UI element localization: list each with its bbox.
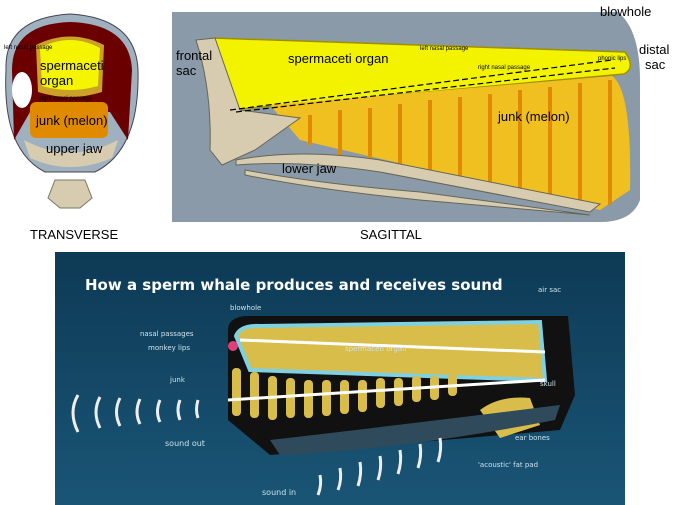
- label-upper-jaw: upper jaw: [46, 141, 103, 156]
- label-skull: skull: [540, 380, 556, 388]
- transverse-title: TRANSVERSE: [30, 227, 118, 242]
- sagittal-section: blowhole frontal sac distal sac spermace…: [172, 4, 669, 242]
- label-left-nasal-passage: left nasal passage: [420, 46, 469, 52]
- label-junk-melon: junk (melon): [35, 113, 108, 128]
- label-sound-out: sound out: [165, 439, 205, 448]
- label-right-nasal-passage: right nasal passage: [40, 96, 93, 102]
- infographic-title: How a sperm whale produces and receives …: [85, 276, 503, 294]
- label-blowhole: blowhole: [600, 4, 651, 19]
- label-air-sac: air sac: [538, 286, 561, 294]
- label-left-nasal-passage: left nasal passage: [4, 45, 53, 51]
- label-lower-jaw: lower jaw: [282, 161, 337, 176]
- label-junk: junk: [169, 376, 186, 384]
- label-frontal-sac: sac: [176, 63, 197, 78]
- label-nasal-passages: nasal passages: [140, 330, 194, 338]
- label-ear-bones: ear bones: [515, 434, 550, 442]
- label-frontal: frontal: [176, 48, 212, 63]
- label-spermaceti-organ: spermaceti organ: [345, 345, 407, 353]
- label-organ: organ: [40, 73, 73, 88]
- label-spermaceti: spermaceti: [40, 58, 104, 73]
- label-distal: distal: [639, 42, 669, 57]
- label-junk-melon: junk (melon): [497, 109, 570, 124]
- label-acoustic-fat-pad: 'acoustic' fat pad: [478, 461, 538, 469]
- label-blowhole: blowhole: [230, 304, 261, 312]
- label-monkey-lips: monkey lips: [148, 344, 190, 352]
- label-sound-in: sound in: [262, 488, 296, 497]
- label-right-nasal-passage: right nasal passage: [478, 65, 531, 71]
- transverse-section: left nasal passage spermaceti organ righ…: [4, 13, 139, 242]
- sagittal-title: SAGITTAL: [360, 227, 422, 242]
- label-phonic-lips: phonic lips: [598, 56, 626, 62]
- label-spermaceti-organ: spermaceti organ: [288, 51, 388, 66]
- sound-infographic: How a sperm whale produces and receives …: [55, 252, 625, 505]
- label-distal-sac: sac: [645, 57, 666, 72]
